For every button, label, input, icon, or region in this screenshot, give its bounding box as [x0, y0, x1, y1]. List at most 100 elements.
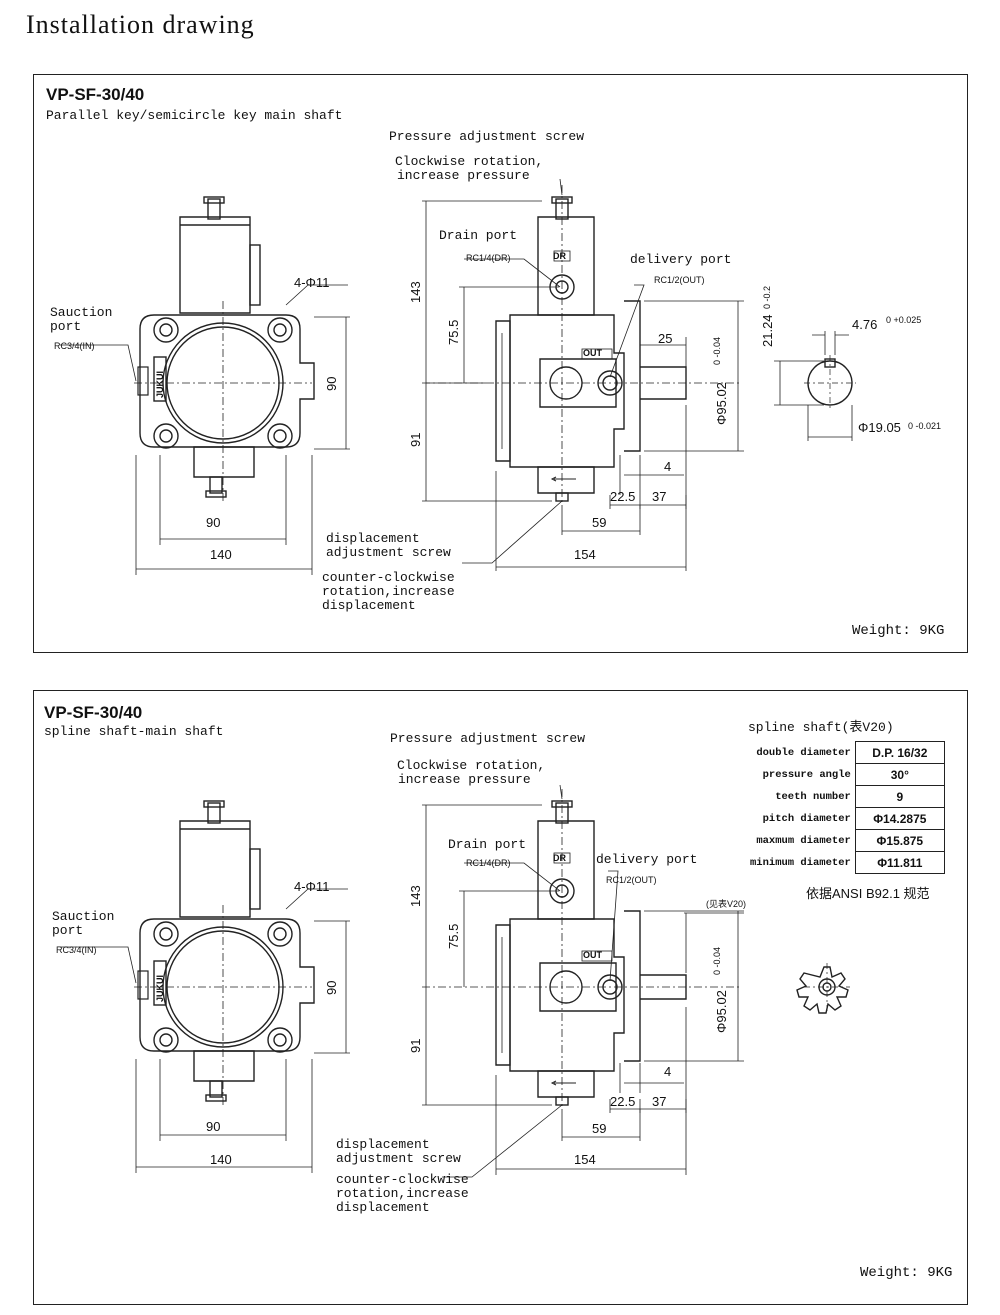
shaft-section	[774, 331, 856, 441]
spec-key: teeth number	[746, 785, 856, 808]
spec-value: Φ15.875	[854, 829, 945, 852]
dim-37: 37	[652, 1094, 667, 1109]
see-table-label: (见表V20)	[706, 899, 747, 909]
spec-key: double diameter	[746, 741, 856, 764]
pump-drawing-2	[60, 784, 850, 1178]
displacement-screw-label-1: displacement	[336, 1137, 430, 1152]
spec-value: 30°	[854, 763, 945, 786]
model-name: VP-SF-30/40	[46, 85, 145, 104]
subtitle: spline shaft-main shaft	[44, 724, 224, 739]
spec-value: Φ14.2875	[854, 807, 945, 830]
dim-154: 154	[574, 1152, 596, 1167]
suction-port-code: RC3/4(IN)	[56, 945, 97, 955]
clockwise-label-1: Clockwise rotation,	[395, 154, 544, 169]
dim-90-vertical: 90	[324, 376, 339, 391]
dim-21-24: 21.24	[760, 314, 775, 347]
drain-port-label: Drain port	[448, 837, 527, 852]
spline-standard-note: 依据ANSI B92.1 规范	[806, 886, 930, 901]
drain-port-label: Drain port	[439, 228, 518, 243]
ccw-label-1: counter-clockwise	[336, 1172, 469, 1187]
dim-90-horizontal: 90	[206, 515, 221, 530]
delivery-port-label: delivery port	[630, 252, 732, 267]
side-view	[422, 178, 744, 571]
dim-75-5: 75.5	[446, 319, 461, 345]
pressure-screw-label: Pressure adjustment screw	[389, 129, 585, 144]
delivery-port-code: RC1/2(OUT)	[654, 275, 705, 285]
dim-143: 143	[408, 885, 423, 907]
subtitle: Parallel key/semicircle key main shaft	[46, 108, 343, 123]
suction-port-label-1: Sauction	[50, 305, 113, 320]
ccw-label-3: displacement	[336, 1200, 430, 1215]
delivery-port-label: delivery port	[596, 852, 698, 867]
suction-port-code: RC3/4(IN)	[54, 341, 95, 351]
side-view	[422, 784, 744, 1178]
dim-90-vertical: 90	[324, 980, 339, 995]
dim-dia-19-05-tol: 0 -0.021	[908, 421, 942, 431]
dim-143: 143	[408, 281, 423, 303]
out-marking: OUT	[583, 950, 602, 960]
spec-key: pitch diameter	[746, 807, 856, 830]
drain-port-code: RC1/4(DR)	[466, 253, 511, 263]
dr-marking: DR	[553, 853, 566, 863]
dim-22-5: 22.5	[610, 1094, 636, 1109]
dim-91: 91	[408, 1038, 423, 1053]
clockwise-label-2: increase pressure	[398, 772, 531, 787]
dim-154: 154	[574, 547, 596, 562]
dim-140: 140	[210, 1152, 232, 1167]
page-heading: Installation drawing	[26, 10, 255, 39]
dim-140: 140	[210, 547, 232, 562]
pump-drawing-1	[60, 178, 856, 575]
mounting-holes-label: 4-Φ11	[294, 275, 330, 290]
pressure-screw-label: Pressure adjustment screw	[390, 731, 586, 746]
drawing-panel-spline-shaft: VP-SF-30/40 spline shaft-main shaft Pres…	[33, 690, 968, 1305]
weight-label: Weight: 9KG	[860, 1265, 953, 1281]
dim-dia-95: Φ95.02	[714, 990, 729, 1033]
suction-port-label-1: Sauction	[52, 909, 115, 924]
ccw-label-3: displacement	[322, 598, 416, 613]
suction-port-label-2: port	[50, 319, 82, 334]
dim-dia-95: Φ95.02	[714, 382, 729, 425]
spec-key: minimum diameter	[746, 851, 856, 874]
dim-59: 59	[592, 515, 607, 530]
ccw-label-1: counter-clockwise	[322, 570, 455, 585]
dr-marking: DR	[553, 251, 566, 261]
spec-value: D.P. 16/32	[854, 741, 945, 764]
spline-section	[796, 963, 850, 1014]
dim-4: 4	[664, 459, 672, 474]
dim-4-76: 4.76	[852, 317, 878, 332]
displacement-screw-label-2: adjustment screw	[336, 1151, 461, 1166]
drawing-panel-parallel-key: VP-SF-30/40 Parallel key/semicircle key …	[33, 74, 968, 653]
ccw-label-2: rotation,increase	[336, 1186, 469, 1201]
suction-port-label-2: port	[52, 923, 84, 938]
drain-port-code: RC1/4(DR)	[466, 858, 511, 868]
delivery-port-code: RC1/2(OUT)	[606, 875, 657, 885]
dim-21-24-tol: 0 -0.2	[762, 285, 772, 309]
clockwise-label-1: Clockwise rotation,	[397, 758, 546, 773]
brand-marking: JUKUI	[155, 370, 165, 398]
dim-dia-95-tol: 0 -0.04	[712, 336, 722, 365]
ccw-label-2: rotation,increase	[322, 584, 455, 599]
dim-59: 59	[592, 1121, 607, 1136]
weight-label: Weight: 9KG	[852, 623, 945, 639]
spline-table-title: spline shaft(表V20)	[748, 720, 894, 735]
front-view	[60, 800, 350, 1173]
dim-dia-19-05: Φ19.05	[858, 420, 901, 435]
model-name: VP-SF-30/40	[44, 703, 143, 722]
dim-75-5: 75.5	[446, 923, 461, 949]
dim-91: 91	[408, 432, 423, 447]
dim-22-5: 22.5	[610, 489, 636, 504]
displacement-screw-label-1: displacement	[326, 531, 420, 546]
displacement-screw-label-2: adjustment screw	[326, 545, 451, 560]
dim-90-horizontal: 90	[206, 1119, 221, 1134]
front-view	[60, 196, 350, 575]
clockwise-label-2: increase pressure	[397, 168, 530, 183]
dim-4-76-tol: 0 +0.025	[886, 315, 922, 325]
brand-marking: JUKUI	[155, 974, 165, 1002]
spec-value: 9	[854, 785, 945, 808]
spec-key: pressure angle	[746, 763, 856, 786]
